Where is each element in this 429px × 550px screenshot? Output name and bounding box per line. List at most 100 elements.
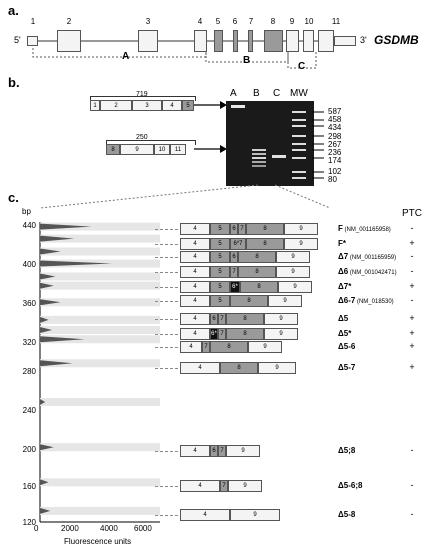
transcript-exon: 4 — [180, 295, 210, 307]
product-name: Δ5* — [338, 329, 352, 338]
exon-1 — [27, 36, 38, 46]
transcript-exon: 5 — [210, 281, 230, 293]
y-tick: 200 — [22, 445, 36, 454]
product-name: Δ5 — [338, 314, 349, 323]
panel-b-label: b. — [8, 75, 20, 90]
exon-3 — [138, 30, 158, 52]
transcript-exon: 6*7 — [230, 238, 246, 250]
exon-11 — [318, 30, 334, 52]
transcript-exon: 4 — [180, 341, 202, 353]
peak — [40, 316, 49, 323]
exon-number: 10 — [304, 17, 314, 26]
peak — [40, 507, 51, 514]
amplicon-top-bracket — [90, 96, 196, 101]
peak — [40, 299, 61, 306]
peak — [40, 282, 54, 289]
transcript-exon: 9 — [276, 266, 310, 278]
product-name: Δ5-6 — [338, 342, 356, 351]
transcript-exon: 7 — [218, 313, 226, 325]
lane-label-c: C — [273, 88, 281, 99]
exon-8 — [264, 30, 283, 52]
transcript-exon: 6* — [230, 281, 240, 293]
product-name: Δ7 (NM_001165959) — [338, 252, 397, 261]
lane-label-b: B — [253, 88, 260, 99]
panel-a-label: a. — [8, 3, 19, 18]
transcript-exon: 9 — [264, 313, 298, 325]
amp-exon: 9 — [120, 144, 154, 155]
amplicon-bottom: 8 9 10 11 — [106, 144, 186, 155]
exon-4 — [194, 30, 207, 52]
amp-exon: 8 — [106, 144, 120, 155]
exon-number: 6 — [232, 17, 238, 26]
row-connector — [155, 451, 178, 452]
y-tick: 280 — [22, 367, 36, 376]
amplicon-top: 1 2 3 4 5 — [90, 100, 194, 111]
peak — [40, 479, 49, 486]
transcript-exon: 7 — [202, 341, 210, 353]
mw-ticks — [312, 111, 324, 179]
product-name: F (NM_001165958) — [338, 224, 391, 233]
amplicon-bottom-bracket — [106, 140, 196, 145]
row-connector — [155, 244, 178, 245]
peak-band — [40, 335, 160, 344]
transcript-exon: 9 — [226, 445, 260, 457]
peak-band — [40, 222, 160, 231]
mw-size: 174 — [328, 156, 342, 165]
ptc-value: - — [410, 295, 414, 305]
ptc-header: PTC — [402, 208, 422, 219]
ptc-value: - — [410, 445, 414, 455]
transcript-exon: 9 — [268, 295, 302, 307]
exon-number: 4 — [197, 17, 203, 26]
peak-band — [40, 281, 160, 290]
x-tick: 0 — [34, 524, 39, 533]
three-prime-label: 3' — [360, 35, 367, 45]
transcript-exon: 8 — [246, 238, 284, 250]
row-connector — [155, 257, 178, 258]
ptc-value: - — [410, 480, 414, 490]
x-tick: 2000 — [61, 524, 79, 533]
transcript-exon: 7 — [230, 266, 238, 278]
five-prime-label: 5' — [14, 35, 21, 45]
transcript-exon: 9 — [258, 362, 296, 374]
product-name: Δ7* — [338, 282, 352, 291]
ptc-value: - — [410, 251, 414, 261]
transcript-exon: 8 — [230, 295, 268, 307]
row-connector — [155, 319, 178, 320]
amp-exon: 3 — [132, 100, 162, 111]
region-a-label: A — [122, 51, 130, 62]
mw-size: 236 — [328, 148, 342, 157]
transcript-exon: 8 — [210, 341, 248, 353]
ptc-value: - — [410, 266, 414, 276]
amp-exon: 11 — [170, 144, 186, 155]
transcript-exon: 9 — [278, 281, 312, 293]
y-axis-unit: bp — [22, 207, 31, 216]
peak-band — [40, 478, 160, 487]
peak — [40, 273, 56, 280]
peak — [40, 444, 54, 451]
lane-label-a: A — [230, 88, 237, 99]
y-tick: 320 — [22, 338, 36, 347]
mw-size: 458 — [328, 115, 342, 124]
transcript-exon: 7 — [218, 328, 226, 340]
product-name: F* — [338, 239, 346, 248]
transcript-exon: 4 — [180, 328, 210, 340]
mw-size: 298 — [328, 132, 342, 141]
arrows — [194, 101, 227, 153]
exon-7 — [248, 30, 253, 52]
transcript-exon: 4 — [180, 251, 210, 263]
y-tick: 120 — [22, 518, 36, 527]
mw-size: 267 — [328, 140, 342, 149]
row-connector — [155, 486, 178, 487]
lane-label-mw: MW — [290, 88, 308, 99]
exon-6 — [233, 30, 238, 52]
zoom-guides — [39, 184, 331, 209]
transcript-exon: 4 — [180, 266, 210, 278]
transcript-exon: 4 — [180, 480, 220, 492]
exon-number: 3 — [145, 17, 151, 26]
gel-image — [226, 101, 314, 186]
peak-band — [40, 272, 160, 281]
product-name: Δ5-8 — [338, 510, 356, 519]
gene-name: GSDMB — [374, 33, 419, 47]
amplicon-top-size: 719 — [136, 91, 148, 98]
x-tick: 4000 — [100, 524, 118, 533]
